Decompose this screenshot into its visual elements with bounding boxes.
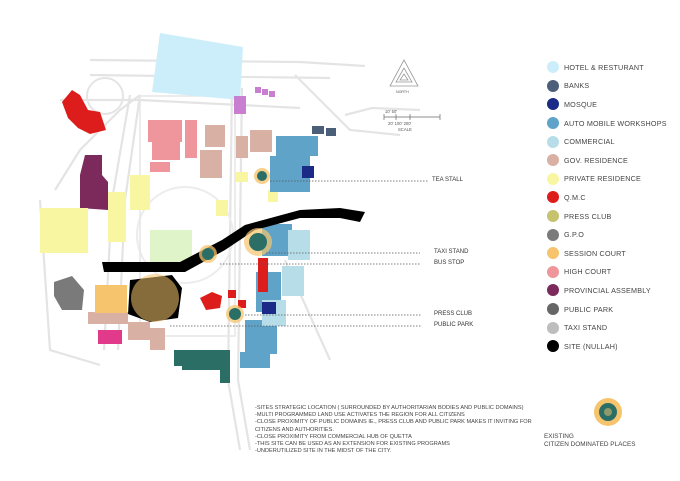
north-arrow-icon [389,59,419,87]
legend-swatch [547,79,559,92]
bank-blocks [312,126,336,136]
legend-item: TAXI STAND [547,318,677,337]
qmc-blocks-center [200,258,268,310]
legend-swatch [547,154,559,167]
note-line: CITIZENS AND AUTHORITIES. [255,426,334,433]
legend-label: TAXI STAND [564,323,608,333]
note-line: -CLOSE PROXIMITY FROM COMMERCIAL HUB OF … [255,433,412,440]
legend-item: GOV. RESIDENCE [547,151,677,170]
session-court-block [95,285,127,313]
map-legend: HOTEL & RESTURANT BANKS MOSQUE AUTO MOBILE … [547,58,677,356]
scale-ticks-bottom: 20' 100' 200' [388,121,412,126]
high-court-blocks [148,120,197,172]
site-nullah [102,208,365,272]
callout-public-park: PUBLIC PARK [434,322,474,328]
legend-swatch [547,303,559,316]
private-residence-blocks [40,172,278,253]
legend-label: MOSQUE [564,99,598,109]
purple-blocks [234,87,275,114]
legend-item: PRIVATE RESIDENCE [547,170,677,189]
hotel-small-blocks [208,76,228,84]
callout-bus-stop: BUS STOP [434,260,465,266]
legend-item: COMMERCIAL [547,132,677,151]
existing-places-label: EXISTING CITIZEN DOMINATED PLACES [544,433,636,450]
scale-bar [383,114,441,120]
callout-lines [170,180,428,327]
mosque-blocks [262,166,314,314]
note-line: -CLOSE PROXIMITY OF PUBLIC DOMAINS IE., … [255,419,532,426]
legend-swatch [547,191,559,204]
legend-swatch [547,135,559,148]
legend-item: PUBLIC PARK [547,300,677,319]
legend-swatch [547,321,559,334]
legend-item: HOTEL & RESTURANT [547,58,677,77]
existing-line-1: EXISTING [544,433,574,440]
legend-swatch [547,228,559,241]
legend-label: SITE (NULLAH) [564,341,618,351]
legend-item: G.P.O [547,225,677,244]
main-plot-outline [139,95,236,337]
note-line: -THIS SITE CAN BE USED AS AN EXTENSION F… [255,441,450,448]
legend-item: PRESS CLUB [547,207,677,226]
north-label: NORTH [396,90,409,94]
legend-label: PUBLIC PARK [564,304,614,314]
legend-label: COMMERCIAL [564,137,615,147]
legend-swatch [547,340,559,353]
existing-places-symbol [594,398,622,426]
legend-label: G.P.O [564,230,585,240]
gov-residence-blocks [88,125,272,350]
scale-ticks-top: 10' 50' [385,109,398,114]
pink-block [98,330,122,344]
legend-swatch [547,247,559,260]
existing-line-2: CITIZEN DOMINATED PLACES [544,441,636,449]
legend-item: Q.M.C [547,188,677,207]
hotel-block [152,33,243,100]
note-line: -SITES STRATEGIC LOCATION ( SURROUNDED B… [255,405,524,411]
teal-building [174,350,230,383]
callout-taxi-stand: TAXI STAND [434,249,469,255]
legend-item: SESSION COURT [547,244,677,263]
legend-swatch [547,284,559,297]
note-line: -MULTI PROGRAMMED LAND USE ACTIVATES THE… [255,412,465,419]
legend-label: HOTEL & RESTURANT [564,62,644,72]
legend-swatch [547,172,559,185]
legend-label: PROVINCIAL ASSEMBLY [564,285,651,295]
citizen-place-markers [131,168,272,323]
scale-label: SCALE [398,127,412,132]
legend-item: PROVINCIAL ASSEMBLY [547,281,677,300]
legend-swatch [547,98,559,111]
callout-press-club: PRESS CLUB [434,311,473,317]
note-line: -UNDERUTILIZED SITE IN THE MIDST OF THE … [255,448,392,455]
legend-item: SITE (NULLAH) [547,337,677,356]
legend-swatch [547,61,559,74]
legend-label: BANKS [564,81,590,91]
legend-label: HIGH COURT [564,267,612,277]
legend-swatch [547,210,559,223]
legend-label: PRESS CLUB [564,211,612,221]
gpo-block [54,276,84,310]
provincial-assembly-block [80,155,108,210]
legend-swatch [547,265,559,278]
roundabout-north [86,77,124,115]
legend-label: AUTO MOBILE WORKSHOPS [564,118,667,128]
legend-item: BANKS [547,77,677,96]
legend-item: HIGH COURT [547,263,677,282]
legend-label: Q.M.C [564,192,586,202]
legend-label: PRIVATE RESIDENCE [564,174,642,184]
legend-label: GOV. RESIDENCE [564,155,629,165]
callout-tea-stall: TEA STALL [432,177,463,183]
qmc-block-north [62,90,106,134]
legend-item: MOSQUE [547,95,677,114]
legend-label: SESSION COURT [564,248,626,258]
legend-swatch [547,117,559,130]
site-notes: -SITES STRATEGIC LOCATION ( SURROUNDED B… [255,405,545,455]
legend-item: AUTO MOBILE WORKSHOPS [547,114,677,133]
